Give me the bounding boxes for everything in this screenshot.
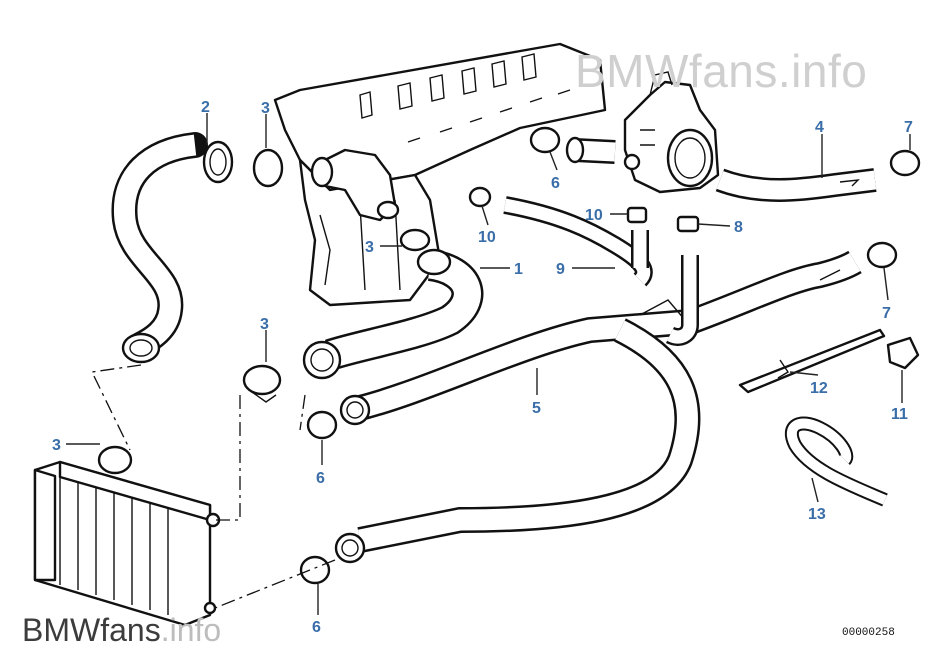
- callout-6: 6: [551, 175, 560, 192]
- callout-6: 6: [316, 470, 325, 487]
- watermark-bottom: BMWfans.info: [22, 612, 221, 649]
- callout-1: 1: [514, 261, 523, 278]
- callout-2: 2: [201, 99, 210, 116]
- callout-6: 6: [312, 619, 321, 636]
- leader-lines: [66, 113, 911, 615]
- alignment-lines: [91, 364, 336, 609]
- hose-4: [565, 136, 877, 202]
- callout-3: 3: [261, 100, 270, 117]
- callout-8: 8: [734, 219, 743, 236]
- callout-12: 12: [810, 380, 828, 397]
- callout-3: 3: [365, 239, 374, 256]
- radiator: [33, 460, 221, 627]
- callout-7: 7: [904, 119, 913, 136]
- callout-10: 10: [478, 229, 496, 246]
- callout-10: 10: [585, 207, 603, 224]
- callout-4: 4: [815, 119, 824, 136]
- throttle-body: [623, 71, 720, 194]
- watermark-bottom-main: BMWfans: [22, 612, 161, 648]
- callout-13: 13: [808, 506, 826, 523]
- hose-2: [111, 132, 234, 364]
- diagram-id: 00000258: [842, 627, 895, 639]
- watermark-bottom-tld: .info: [160, 612, 222, 648]
- callout-5: 5: [532, 400, 541, 417]
- callout-labels: 2 3 3 3 3 1 4 7 6 10 10 8 9 7 5 6 12 11 …: [52, 99, 913, 636]
- hose-clamps: [97, 126, 921, 585]
- callout-9: 9: [556, 261, 565, 278]
- callout-7: 7: [882, 305, 891, 322]
- watermark-top: BMWfans.info: [575, 45, 868, 97]
- callout-3: 3: [260, 316, 269, 333]
- hose-5: [334, 250, 862, 564]
- callout-3: 3: [52, 437, 61, 454]
- callout-11: 11: [891, 406, 908, 423]
- hose-1: [302, 248, 484, 380]
- hose-9: [503, 196, 699, 346]
- engine-block: [273, 42, 607, 307]
